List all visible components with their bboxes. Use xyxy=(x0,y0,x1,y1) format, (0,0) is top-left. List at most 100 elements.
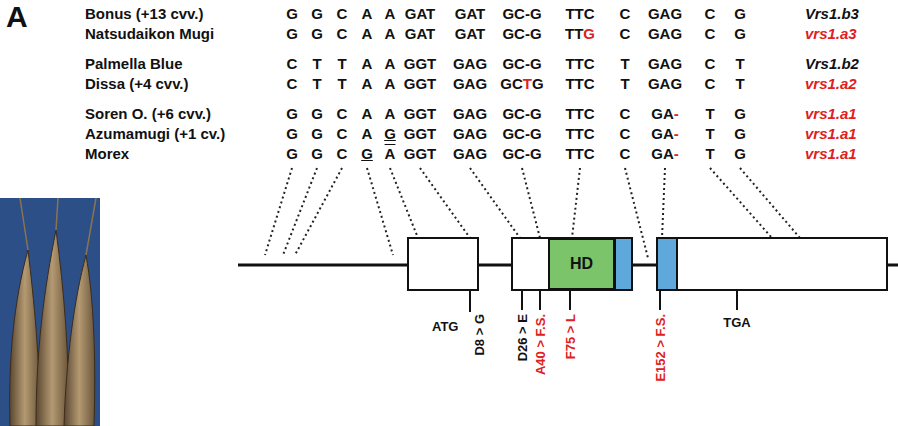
nucleotide: T xyxy=(574,25,583,42)
sequence-cell: C xyxy=(620,25,631,43)
nucleotide: - xyxy=(674,105,679,122)
sequence-cell: A xyxy=(362,5,373,23)
sequence-cell: A xyxy=(385,5,396,23)
nucleotide: - xyxy=(674,145,679,162)
sequence-cell: TTC xyxy=(565,105,594,123)
allele-name: vrs1.a1 xyxy=(805,125,857,143)
mutation-label: A40 > F.S. xyxy=(533,314,548,375)
mutation-label: D8 > G xyxy=(472,314,487,356)
sequence-cell: G xyxy=(286,145,298,163)
sequence-cell: T xyxy=(735,55,744,73)
sequence-cell: GGT xyxy=(404,55,437,73)
mutation-label: F75 > L xyxy=(563,314,578,359)
sequence-cell: A xyxy=(385,145,396,163)
sequence-cell: GC-G xyxy=(502,25,541,43)
sequence-cell: A xyxy=(362,105,373,123)
sequence-cell: T xyxy=(337,55,346,73)
nucleotide: - xyxy=(674,125,679,142)
nucleotide: G xyxy=(532,75,544,92)
sequence-cell: A xyxy=(385,25,396,43)
sequence-cell: G xyxy=(361,145,373,163)
sequence-cell: GAT xyxy=(405,25,436,43)
sequence-cell: C xyxy=(287,55,298,73)
sequence-cell: T xyxy=(705,125,714,143)
sequence-cell: C xyxy=(337,145,348,163)
exon-box xyxy=(408,238,478,290)
sequence-cell: C xyxy=(705,25,716,43)
allele-name: vrs1.a1 xyxy=(805,105,857,123)
domain-label: HD xyxy=(570,255,593,273)
sequence-cell: C xyxy=(620,5,631,23)
homeodomain-box: HD xyxy=(548,238,615,290)
nucleotide: T xyxy=(565,25,574,42)
nucleotide: A xyxy=(663,125,674,142)
nucleotide: A xyxy=(663,145,674,162)
sequence-cell: G xyxy=(286,5,298,23)
sequence-cell: GC-G xyxy=(502,125,541,143)
sequence-cell: A xyxy=(362,25,373,43)
sequence-cell: G xyxy=(286,25,298,43)
sequence-cell: GC-G xyxy=(502,145,541,163)
cultivar-name: Dissa (+4 cvv.) xyxy=(85,75,189,93)
sequence-cell: T xyxy=(705,145,714,163)
sequence-cell: T xyxy=(312,75,321,93)
nucleotide: C xyxy=(512,75,523,92)
sequence-cell: GAT xyxy=(455,25,486,43)
sequence-cell: G xyxy=(734,105,746,123)
sequence-cell: C xyxy=(620,105,631,123)
sequence-cell: GAG xyxy=(648,55,682,73)
domain-box xyxy=(657,238,677,290)
cultivar-name: Natsudaikon Mugi xyxy=(85,25,214,43)
sequence-cell: GA- xyxy=(651,105,679,123)
allele-name: vrs1.a2 xyxy=(805,75,857,93)
sequence-cell: C xyxy=(705,5,716,23)
exon-box xyxy=(512,238,632,290)
panel-letter: A xyxy=(6,0,28,34)
sequence-cell: GGT xyxy=(404,145,437,163)
sequence-cell: C xyxy=(337,25,348,43)
allele-name: vrs1.a3 xyxy=(805,25,857,43)
nucleotide: G xyxy=(500,75,512,92)
sequence-cell: GGT xyxy=(404,125,437,143)
sequence-cell: A xyxy=(362,125,373,143)
codon-label: TGA xyxy=(723,314,750,332)
sequence-cell: TTC xyxy=(565,5,594,23)
domain-box xyxy=(615,238,632,290)
sequence-cell: A xyxy=(362,75,373,93)
sequence-cell: A xyxy=(385,75,396,93)
sequence-cell: GAG xyxy=(453,75,487,93)
sequence-cell: TTC xyxy=(565,125,594,143)
sequence-cell: GAG xyxy=(453,105,487,123)
sequence-cell: TTC xyxy=(565,55,594,73)
sequence-cell: G xyxy=(734,25,746,43)
photo-background xyxy=(0,198,100,426)
nucleotide: G xyxy=(583,25,595,42)
sequence-cell: G xyxy=(286,125,298,143)
nucleotide: G xyxy=(651,145,663,162)
sequence-cell: A xyxy=(385,105,396,123)
sequence-cell: TTC xyxy=(565,145,594,163)
barley-spike xyxy=(10,198,96,426)
allele-name: vrs1.a1 xyxy=(805,145,857,163)
sequence-cell: T xyxy=(620,55,629,73)
nucleotide: G xyxy=(651,125,663,142)
sequence-cell: G xyxy=(311,25,323,43)
sequence-cell: C xyxy=(705,75,716,93)
sequence-cell: G xyxy=(311,145,323,163)
sequence-cell: T xyxy=(620,75,629,93)
nucleotide: G xyxy=(651,105,663,122)
sequence-cell: T xyxy=(312,55,321,73)
sequence-cell: G xyxy=(734,145,746,163)
sequence-cell: GAG xyxy=(453,55,487,73)
sequence-cell: GA- xyxy=(651,145,679,163)
cultivar-name: Soren O. (+6 cvv.) xyxy=(85,105,211,123)
mutation-label: D26 > E xyxy=(515,314,530,361)
cultivar-name: Morex xyxy=(85,145,129,163)
sequence-cell: GGT xyxy=(404,105,437,123)
sequence-cell: TTC xyxy=(565,75,594,93)
sequence-cell: GGT xyxy=(404,75,437,93)
sequence-cell: G xyxy=(286,105,298,123)
sequence-cell: GCTG xyxy=(500,75,543,93)
sequence-cell: C xyxy=(337,105,348,123)
